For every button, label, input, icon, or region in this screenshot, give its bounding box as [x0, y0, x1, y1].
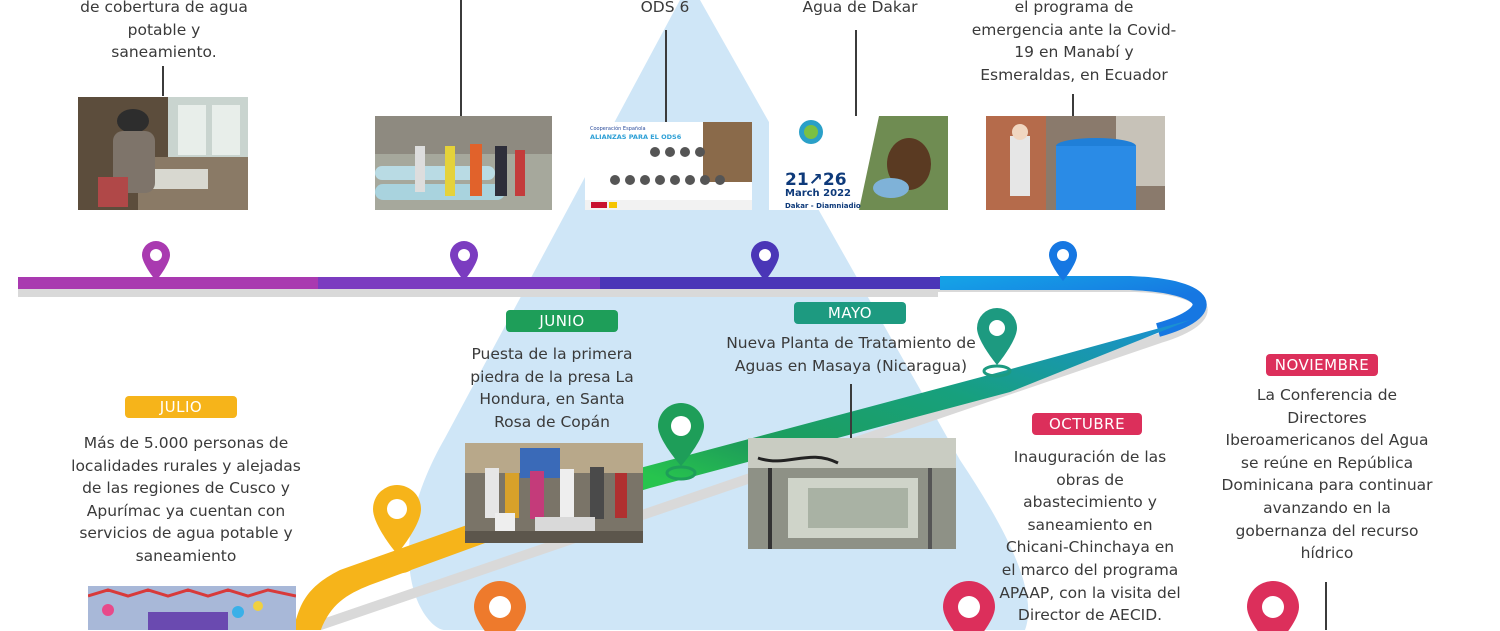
text-line: APAAP, con la visita del [999, 583, 1181, 602]
connector-1 [162, 66, 164, 96]
top-text-3: Agua de Dakar [780, 0, 940, 19]
pin-icon [943, 581, 995, 631]
text-line: Esmeraldas, en Ecuador [980, 65, 1168, 84]
text-junio: Puesta de la primera piedra de la presa … [456, 343, 648, 433]
photo-dam-first-stone [465, 443, 643, 543]
text-mayo: Nueva Planta de Tratamiento de Aguas en … [718, 332, 984, 377]
pin-icon [474, 581, 526, 631]
connector-2 [460, 0, 462, 116]
text-octubre: Inauguración de las obras de abastecimie… [988, 446, 1192, 627]
photo-dakar-forum-card: 21↗26 March 2022 Dakar - Diamniadio [769, 116, 948, 210]
text-line: Directores [1287, 408, 1367, 427]
road-curve [940, 276, 1207, 337]
text-line: ODS 6 [640, 0, 690, 16]
text-line: Nueva Planta de Tratamiento de [726, 334, 976, 352]
aecid-card-kicker: Cooperación Española [590, 126, 646, 132]
text-line: hídrico [1300, 544, 1354, 563]
top-text-4: el programa de emergencia ante la Covid-… [960, 0, 1188, 86]
pin-icon [142, 241, 170, 281]
text-line: obras de [1056, 470, 1124, 489]
pin-icon [751, 241, 779, 281]
label-mayo: MAYO [794, 302, 906, 324]
text-line: potable y [127, 20, 201, 39]
text-line: localidades rurales y alejadas [71, 456, 301, 475]
label-octubre: OCTUBRE [1032, 413, 1142, 435]
road-shadow-top [18, 287, 938, 297]
text-julio: Más de 5.000 personas de localidades rur… [62, 432, 310, 568]
aecid-card-headline: ALIANZAS PARA EL ODS6 [590, 133, 682, 141]
text-line: Apurímac ya cuentan con [86, 501, 286, 520]
pin-icon [658, 403, 704, 481]
text-line: gobernanza del recurso [1235, 521, 1419, 540]
connector-mayo [850, 384, 852, 438]
text-line: Iberoamericanos del Agua [1225, 431, 1429, 450]
pin-icon [450, 241, 478, 281]
text-line: Dominicana para continuar [1221, 476, 1433, 495]
connector-noviembre [1325, 582, 1327, 630]
connector-5 [1072, 94, 1074, 116]
top-text-1: de cobertura de agua potable y saneamien… [60, 0, 268, 64]
text-line: Puesta de la primera [471, 345, 633, 363]
road-segment-1 [18, 277, 318, 289]
dakar-card-month: March 2022 [785, 188, 851, 199]
top-text-2: ODS 6 [610, 0, 720, 19]
text-line: avanzando en la [1263, 498, 1391, 517]
label-julio: JULIO [125, 396, 237, 418]
pin-icon [1247, 581, 1299, 631]
text-line: piedra de la presa La [470, 367, 634, 386]
photo-elderly-man-sink [78, 97, 248, 210]
text-line: Agua de Dakar [802, 0, 918, 16]
text-line: se reúne en República [1240, 453, 1414, 472]
photo-water-tank-ecuador [986, 116, 1165, 210]
text-line: servicios de agua potable y [79, 524, 293, 543]
road-segment-3 [600, 277, 940, 289]
text-line: Director de AECID. [1017, 606, 1163, 625]
photo-pipes-workers [375, 116, 552, 210]
text-line: de las regiones de Cusco y [82, 479, 290, 498]
text-line: La Conferencia de [1256, 386, 1398, 404]
label-junio: JUNIO [506, 310, 618, 332]
text-line: saneamiento [135, 546, 237, 565]
text-line: saneamiento en [1027, 515, 1153, 534]
text-line: de cobertura de agua [80, 0, 248, 16]
text-noviembre: La Conferencia de Directores Iberoameric… [1212, 384, 1442, 565]
connector-4 [855, 30, 857, 116]
text-line: el marco del programa [1001, 560, 1179, 579]
text-line: Chicani-Chinchaya en [1005, 538, 1175, 557]
photo-aecid-webinar-card: Cooperación Española ALIANZAS PARA EL OD… [585, 122, 752, 210]
pin-icon [373, 485, 421, 574]
connector-3 [665, 30, 667, 122]
label-noviembre: NOVIEMBRE [1266, 354, 1378, 376]
text-line: Rosa de Copán [494, 412, 610, 431]
text-line: 19 en Manabí y [1014, 43, 1134, 62]
text-line: Hondura, en Santa [479, 390, 625, 409]
pin-icon [1049, 241, 1077, 281]
text-line: saneamiento. [111, 43, 217, 62]
pin-icon [977, 308, 1017, 378]
text-line: el programa de [1014, 0, 1134, 16]
photo-water-treatment-plant [748, 438, 956, 549]
text-line: emergencia ante la Covid- [971, 20, 1177, 39]
photo-community-event [88, 586, 296, 630]
text-line: abastecimiento y [1023, 493, 1157, 512]
road-diagonal [292, 320, 1190, 630]
text-line: Inauguración de las [1013, 448, 1167, 466]
text-line: Aguas en Masaya (Nicaragua) [734, 356, 968, 375]
road-segment-2 [318, 277, 600, 289]
dakar-card-dates: 21↗26 [785, 170, 847, 190]
text-line: Más de 5.000 personas de [83, 434, 289, 452]
dakar-card-place: Dakar - Diamniadio [785, 202, 861, 210]
